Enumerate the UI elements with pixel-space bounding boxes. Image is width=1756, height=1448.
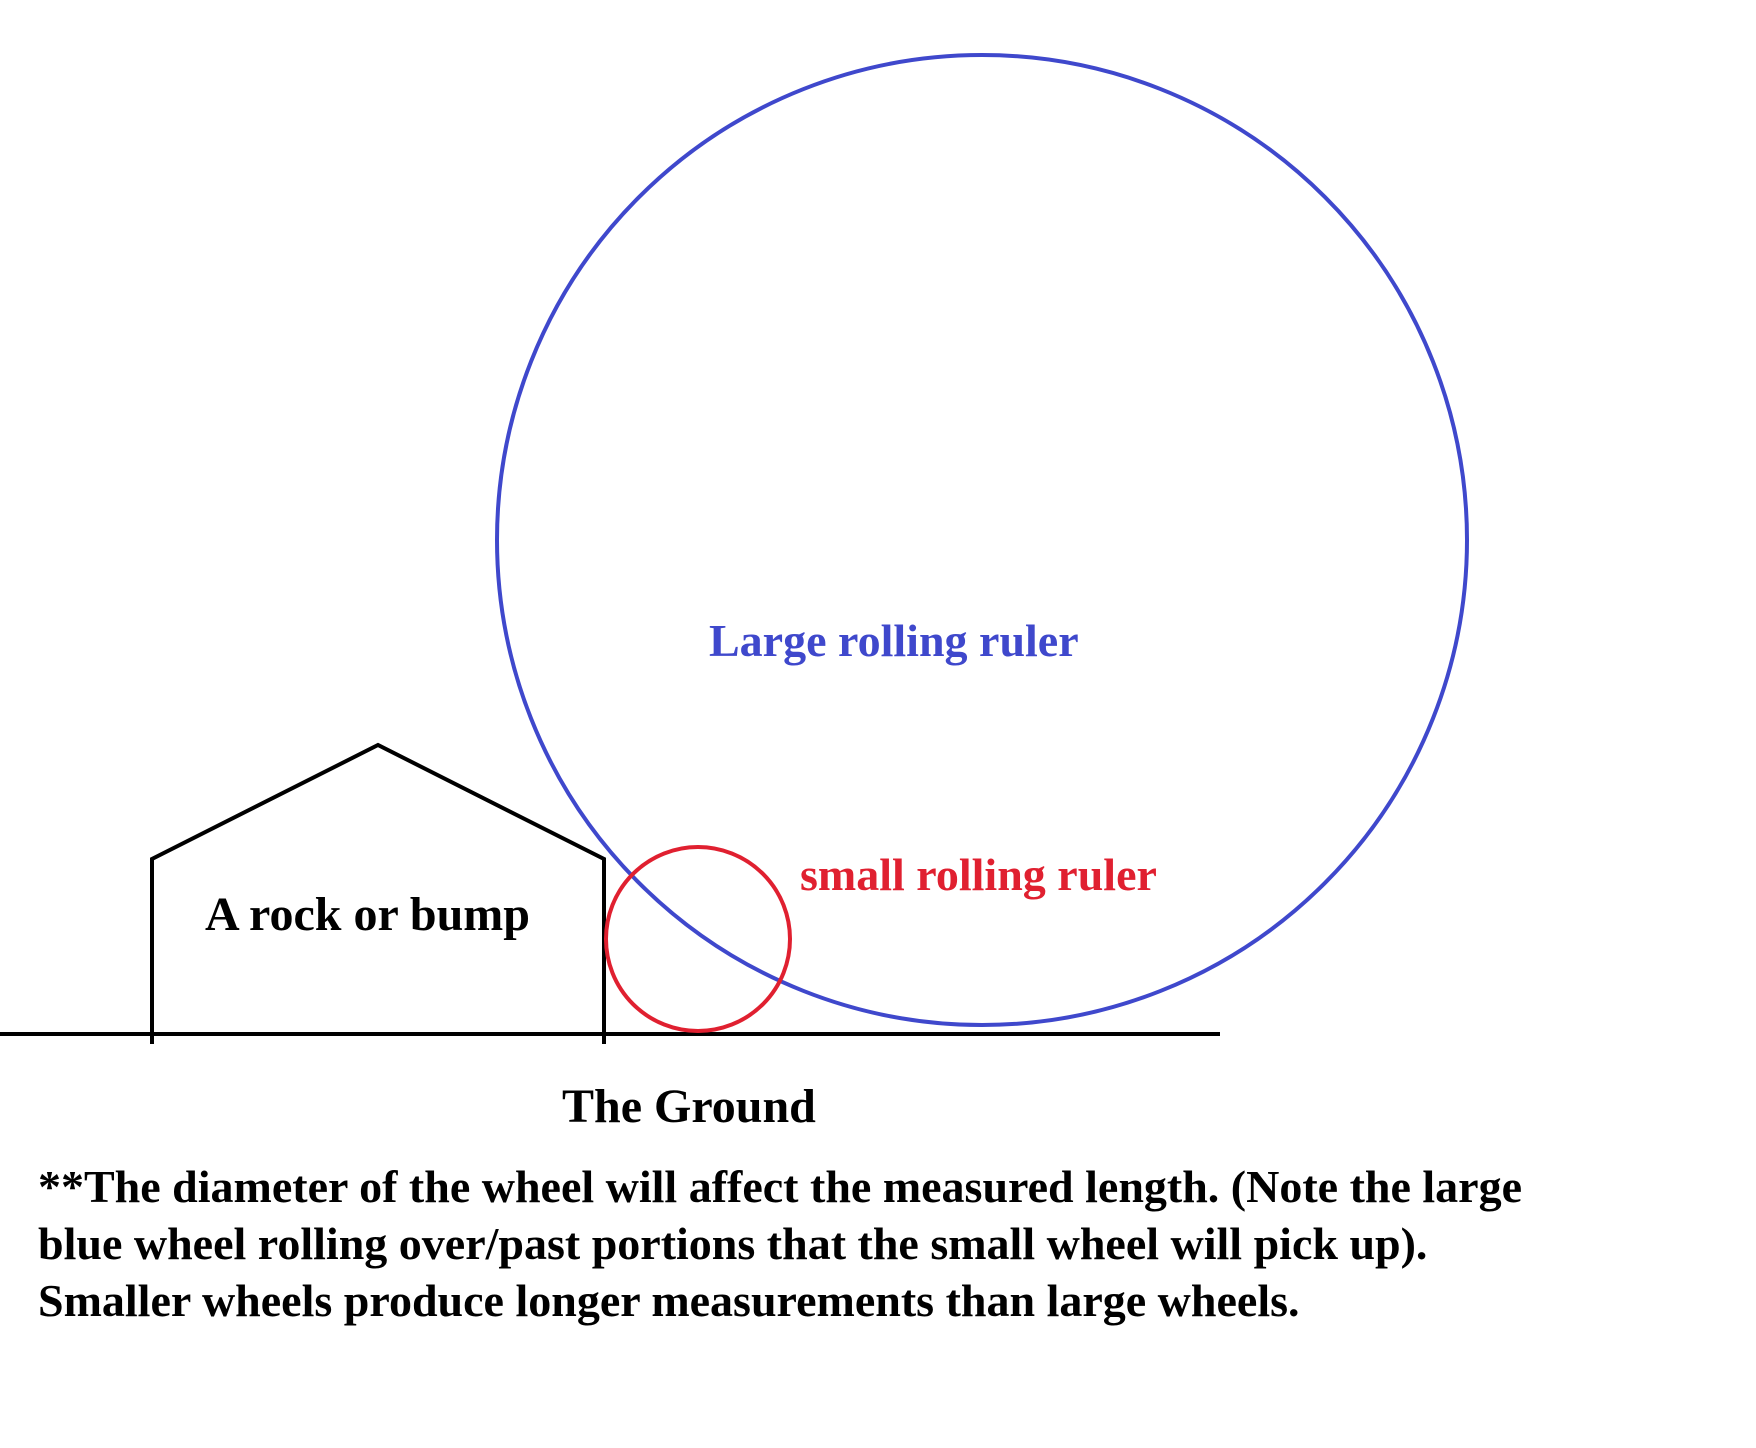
note-line-1: **The diameter of the wheel will affect … bbox=[38, 1161, 1523, 1212]
note-line-3: Smaller wheels produce longer measuremen… bbox=[38, 1275, 1300, 1326]
explanation-note: **The diameter of the wheel will affect … bbox=[38, 1158, 1718, 1329]
large-ruler-label: Large rolling ruler bbox=[709, 615, 1079, 666]
rock-bump-outline bbox=[150, 742, 606, 1044]
small-wheel bbox=[604, 845, 792, 1033]
large-wheel bbox=[495, 53, 1469, 1027]
note-line-2: blue wheel rolling over/past portions th… bbox=[38, 1218, 1428, 1269]
ground-label: The Ground bbox=[562, 1080, 816, 1133]
rock-label: A rock or bump bbox=[205, 888, 530, 941]
small-ruler-label: small rolling ruler bbox=[800, 849, 1157, 900]
